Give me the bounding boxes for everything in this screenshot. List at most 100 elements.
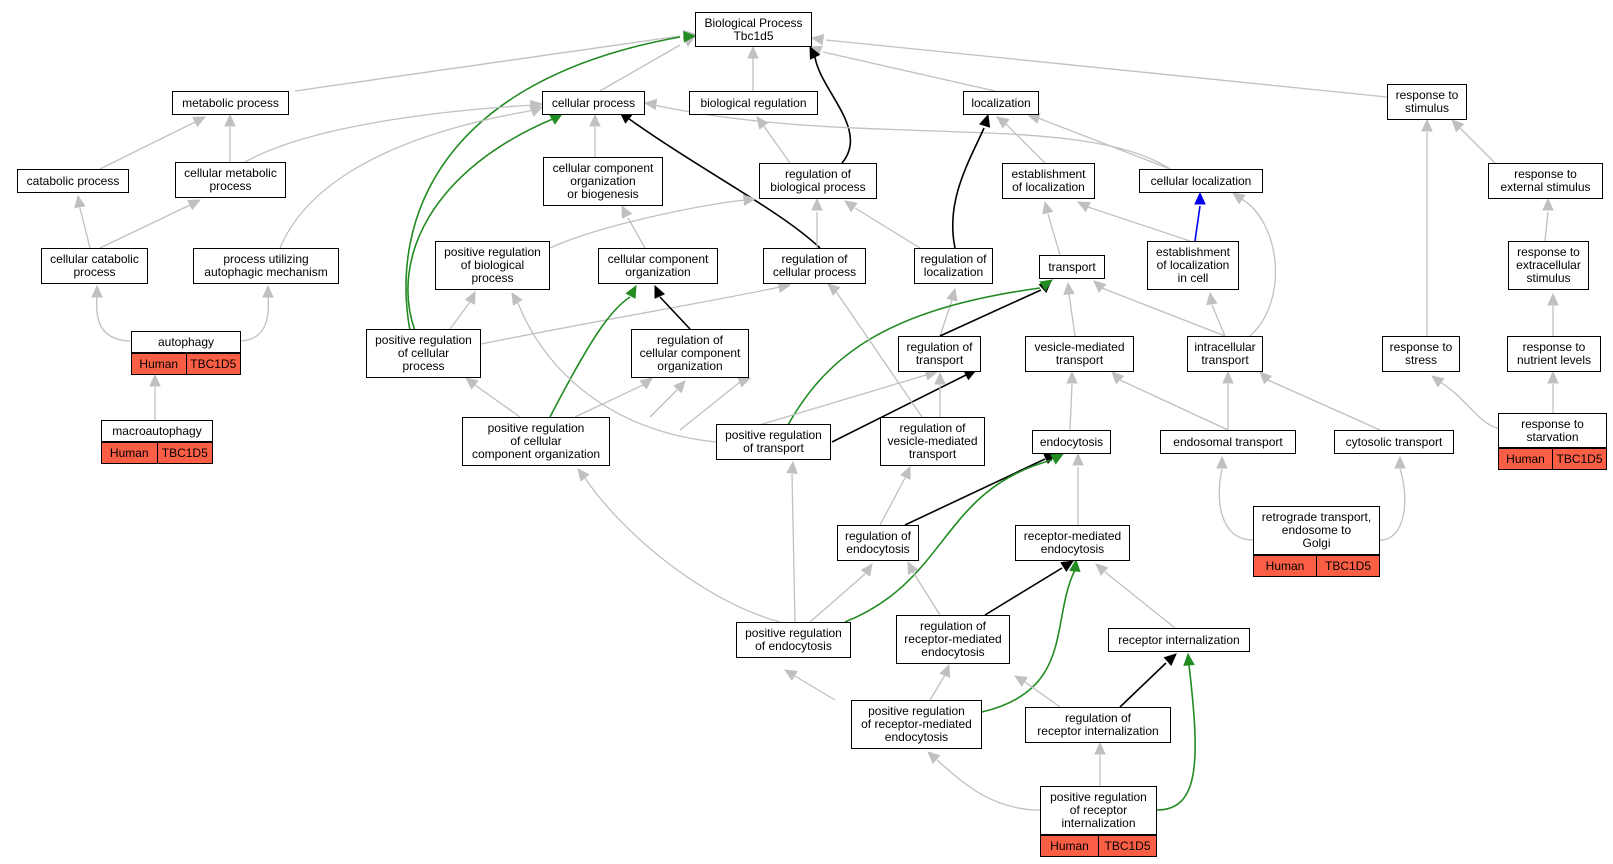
node-positive-regulation-of-cellular-process[interactable]: positive regulation of cellular process [366,329,481,378]
edge-line [1194,205,1201,242]
edge-line [822,51,996,92]
edge-line [844,459,1053,623]
node-positive-regulation-of-endocytosis[interactable]: positive regulation of endocytosis [736,622,851,658]
node-retrograde-transport-endosome-to-golgi[interactable]: retrograde transport, endosome to Golgi [1253,506,1380,555]
node-response-to-stress[interactable]: response to stress [1382,336,1460,372]
node-response-to-external-stimulus[interactable]: response to external stimulus [1488,163,1603,199]
edge-line [99,121,196,170]
node-response-to-nutrient-levels[interactable]: response to nutrient levels [1507,336,1601,372]
node-transport[interactable]: transport [1039,255,1105,279]
edge-line [1544,211,1549,242]
edge-arrowhead [1039,279,1054,292]
node-positive-regulation-of-rme[interactable]: positive regulation of receptor-mediated… [851,700,982,749]
edge-line [474,384,521,418]
edge-line [1211,304,1226,337]
annotation-positive-regulation-of-receptor-internalization: Human TBC1D5 [1040,835,1157,857]
edge-arrowhead [1232,192,1246,205]
node-regulation-of-localization[interactable]: regulation of localization [914,248,993,284]
node-endocytosis[interactable]: endocytosis [1032,430,1111,454]
node-process-utilizing-autophagic-mechanism[interactable]: process utilizing autophagic mechanism [193,248,339,284]
edge-arrowhead [1060,560,1075,573]
node-cellular-process[interactable]: cellular process [542,91,645,115]
edge-line [794,675,836,701]
edge-line [480,286,781,345]
node-response-to-stimulus[interactable]: response to stimulus [1387,84,1467,120]
node-regulation-of-receptor-internalization[interactable]: regulation of receptor internalization [1025,707,1171,743]
node-macroautophagy[interactable]: macroautophagy [101,420,213,442]
edge-arrowhead [747,45,759,59]
node-cc-organization-or-biogenesis[interactable]: cellular component organization or bioge… [543,157,663,206]
annotation-gene: TBC1D5 [1316,556,1379,576]
edge-line [79,207,91,249]
edge-arrowhead [621,204,633,219]
node-intracellular-transport[interactable]: intracellular transport [1187,336,1263,372]
node-positive-regulation-of-cc-organization[interactable]: positive regulation of cellular componen… [462,417,610,466]
node-response-to-starvation[interactable]: response to starvation [1498,413,1607,448]
edge-arrowhead [934,371,946,385]
node-positive-regulation-of-transport[interactable]: positive regulation of transport [716,424,831,460]
edge-arrowhead [654,284,666,299]
edge-arrowhead [927,751,941,764]
edge-arrowhead [1095,563,1109,576]
edge-arrowhead [1069,558,1081,573]
node-autophagy[interactable]: autophagy [131,331,241,353]
edge-arrowhead [860,563,873,577]
annotation-gene: TBC1D5 [1098,836,1156,856]
annotation-species: Human [1506,452,1545,466]
annotation-species: Human [1050,839,1089,853]
node-regulation-of-endocytosis[interactable]: regulation of endocytosis [837,525,919,561]
edge-arrowhead [1094,741,1106,755]
node-endosomal-transport[interactable]: endosomal transport [1160,430,1296,454]
edge-arrowhead [1050,453,1065,465]
edge-arrowhead [1222,370,1234,384]
node-establishment-of-localization-in-cell[interactable]: establishment of localization in cell [1147,241,1239,290]
node-establishment-of-localization[interactable]: establishment of localization [1002,163,1095,199]
edge-arrowhead [673,380,686,394]
node-regulation-of-cellular-process[interactable]: regulation of cellular process [763,248,866,284]
node-cellular-localization[interactable]: cellular localization [1139,169,1263,193]
node-biological-process[interactable]: Biological Process Tbc1d5 [695,12,812,47]
node-regulation-of-receptor-mediated-endocytosis[interactable]: regulation of receptor-mediated endocyto… [896,615,1010,664]
edge-line [1037,117,1171,170]
edge-line [659,296,691,330]
edge-arrowhead [737,376,752,388]
edge-arrowhead [262,284,274,298]
node-catabolic-process[interactable]: catabolic process [17,169,129,193]
node-regulation-of-biological-process[interactable]: regulation of biological process [759,163,877,199]
edge-arrowhead [529,106,544,117]
node-localization[interactable]: localization [963,91,1039,115]
node-response-to-extracellular-stimulus[interactable]: response to extracellular stimulus [1508,241,1589,290]
edge-line [936,759,1041,811]
node-vesicle-mediated-transport[interactable]: vesicle-mediated transport [1025,336,1134,372]
edge-arrowhead [1451,119,1465,133]
node-cellular-catabolic-process[interactable]: cellular catabolic process [41,248,148,284]
annotation-species: Human [1265,559,1305,573]
node-regulation-of-transport[interactable]: regulation of transport [898,336,981,372]
edge-line [904,458,1046,526]
node-metabolic-process[interactable]: metabolic process [172,91,289,115]
edge-line [1119,662,1167,708]
node-receptor-internalization[interactable]: receptor internalization [1108,628,1250,652]
annotation-gene: TBC1D5 [185,354,241,374]
node-positive-regulation-of-receptor-internalization[interactable]: positive regulation of receptor internal… [1040,786,1157,835]
edge-line [574,384,644,418]
node-regulation-of-vesicle-mediated-transport[interactable]: regulation of vesicle-mediated transport [880,417,985,466]
edge-line [879,477,906,526]
node-cellular-metabolic-process[interactable]: cellular metabolic process [175,162,286,198]
node-receptor-mediated-endocytosis[interactable]: receptor-mediated endocytosis [1015,525,1130,561]
edge-line [1024,681,1061,708]
edge-line [1087,206,1191,242]
edge-arrowhead [1421,118,1433,132]
edge-line [791,473,796,623]
node-biological-regulation[interactable]: biological regulation [689,91,818,115]
node-regulation-of-cc-organization[interactable]: regulation of cellular component organiz… [631,329,749,378]
edge-line [1069,383,1073,431]
edge-arrowhead [1042,200,1054,215]
node-positive-regulation-of-biological-process[interactable]: positive regulation of biological proces… [435,241,550,290]
edge-line [831,374,967,443]
annotation-retrograde-transport: Human TBC1D5 [1253,555,1380,577]
node-cellular-component-organization[interactable]: cellular component organization [598,248,718,284]
node-cytosolic-transport[interactable]: cytosolic transport [1334,430,1454,454]
edge-line [1119,379,1229,431]
